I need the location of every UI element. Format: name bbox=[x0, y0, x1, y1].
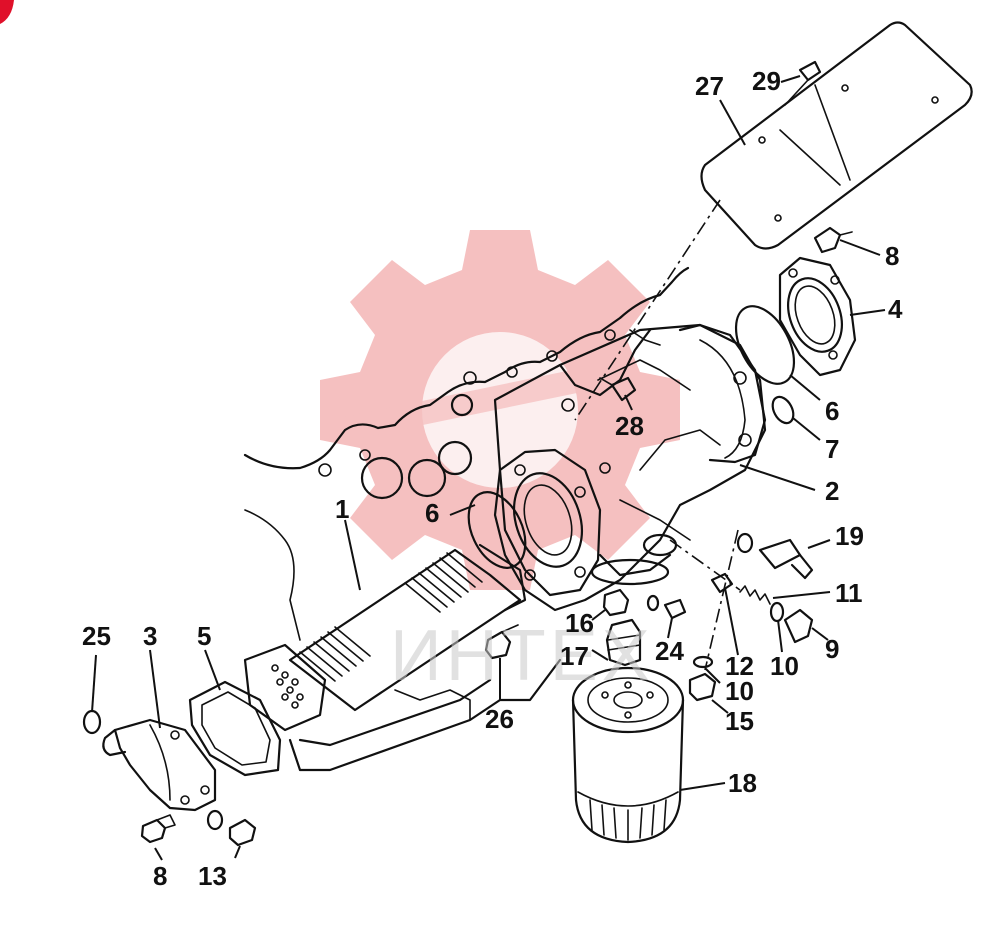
label-part-9: 9 bbox=[825, 634, 839, 664]
gasket-5 bbox=[188, 680, 282, 777]
spring-11 bbox=[739, 585, 771, 605]
cooler-element bbox=[243, 543, 527, 732]
washer-19 bbox=[736, 532, 754, 554]
front-cover bbox=[102, 718, 217, 812]
plug-9 bbox=[783, 608, 814, 644]
label-part-6-left: 6 bbox=[425, 498, 439, 528]
plug-8-bottom bbox=[140, 814, 176, 844]
label-part-18: 18 bbox=[728, 768, 757, 798]
label-part-1: 1 bbox=[335, 494, 349, 524]
plug-24 bbox=[663, 598, 687, 620]
label-part-3: 3 bbox=[143, 621, 157, 651]
leader-lines bbox=[91, 75, 886, 861]
plug-13 bbox=[228, 818, 257, 847]
label-part-10-lower: 10 bbox=[725, 676, 754, 706]
fitting-17 bbox=[605, 618, 642, 667]
bolt-8-top bbox=[813, 226, 853, 254]
o-ring-25 bbox=[82, 709, 102, 735]
bolt-29 bbox=[784, 60, 822, 106]
plug-26 bbox=[484, 624, 519, 660]
label-part-26: 26 bbox=[485, 704, 514, 734]
label-part-24: 24 bbox=[655, 636, 684, 666]
bolt-28 bbox=[599, 376, 637, 402]
center-line-cover bbox=[574, 199, 721, 421]
label-part-10-right: 10 bbox=[770, 651, 799, 681]
label-part-11: 11 bbox=[835, 578, 863, 608]
label-part-15: 15 bbox=[725, 706, 754, 736]
part-labels: 27 29 8 4 6 7 2 28 19 11 9 10 12 10 15 1… bbox=[82, 66, 903, 891]
label-part-27: 27 bbox=[695, 71, 724, 101]
label-part-28: 28 bbox=[615, 411, 644, 441]
label-part-16: 16 bbox=[565, 608, 594, 638]
washer-10-lower bbox=[692, 655, 714, 669]
label-part-8-top: 8 bbox=[885, 241, 899, 271]
label-part-25: 25 bbox=[82, 621, 111, 651]
watermark-gear-icon bbox=[320, 230, 680, 590]
label-part-29: 29 bbox=[752, 66, 781, 96]
plug-15 bbox=[688, 672, 717, 702]
label-part-8-bottom: 8 bbox=[153, 861, 167, 891]
label-part-17: 17 bbox=[560, 641, 589, 671]
oil-cooler-housing bbox=[493, 323, 767, 612]
cover-plate bbox=[700, 21, 973, 250]
watermark-text: ИНТЕХ bbox=[390, 616, 654, 696]
label-part-5: 5 bbox=[197, 621, 211, 651]
o-ring-6-left bbox=[467, 491, 527, 569]
center-line-sensor bbox=[704, 529, 739, 671]
washer-24 bbox=[646, 594, 660, 612]
corner-mark bbox=[0, 0, 14, 24]
label-part-19: 19 bbox=[835, 521, 864, 551]
oil-filter bbox=[571, 666, 685, 844]
label-part-6-right: 6 bbox=[825, 396, 839, 426]
o-ring-7 bbox=[771, 395, 795, 425]
label-part-12: 12 bbox=[725, 651, 754, 681]
engine-block-outline bbox=[243, 266, 690, 772]
cap-16 bbox=[602, 588, 630, 617]
end-cover bbox=[778, 256, 857, 377]
o-ring-6-right bbox=[734, 305, 796, 385]
label-part-7: 7 bbox=[825, 434, 839, 464]
sensor-19 bbox=[758, 538, 814, 580]
label-part-13: 13 bbox=[198, 861, 227, 891]
washer-10-right bbox=[769, 601, 785, 623]
label-part-4: 4 bbox=[888, 294, 903, 324]
label-part-2: 2 bbox=[825, 476, 839, 506]
washer-13 bbox=[206, 809, 224, 831]
